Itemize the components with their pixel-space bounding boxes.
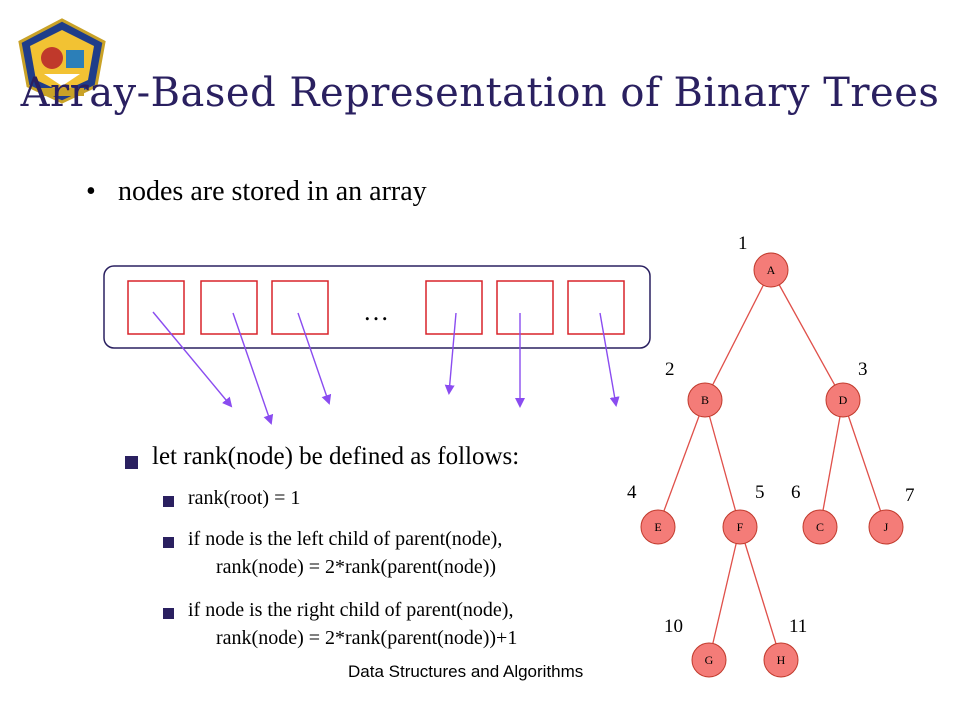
pointer-arrow <box>152 311 233 408</box>
tree-node-A: A <box>753 252 789 288</box>
array-cell <box>127 280 185 335</box>
slide-title: Array-Based Representation of Binary Tre… <box>20 70 940 116</box>
tree-node-J: J <box>868 509 904 545</box>
rank-label: 10 <box>664 616 683 637</box>
tree-node-D: D <box>825 382 861 418</box>
svg-text:G: G <box>705 653 714 667</box>
array-container <box>103 265 651 349</box>
svg-text:B: B <box>701 393 709 407</box>
svg-text:A: A <box>767 263 776 277</box>
tree-edge <box>704 269 772 401</box>
rank-label: 6 <box>791 482 801 503</box>
rule-right-line2: rank(node) = 2*rank(parent(node))+1 <box>216 627 518 649</box>
rank-label: 4 <box>627 482 637 503</box>
array-ellipsis: … <box>363 297 389 326</box>
bullet-square <box>163 608 174 619</box>
tree-edge <box>739 526 782 661</box>
svg-text:J: J <box>884 520 889 534</box>
rule-left-line2: rank(node) = 2*rank(parent(node)) <box>216 556 497 578</box>
pointer-arrow <box>599 312 620 407</box>
institute-logo <box>18 18 106 104</box>
array-cell <box>496 280 554 335</box>
pointer-arrow <box>444 312 457 395</box>
main-bullet-text: nodes are stored in an array <box>118 176 427 207</box>
bullet-square <box>163 496 174 507</box>
svg-text:D: D <box>839 393 848 407</box>
rank-label: 2 <box>665 359 675 380</box>
svg-text:C: C <box>816 520 824 534</box>
array-cell <box>425 280 483 335</box>
rule-right-line1: if node is the right child of parent(nod… <box>188 599 514 621</box>
tree-node-B: B <box>687 382 723 418</box>
bullet-square <box>163 537 174 548</box>
tree-edge <box>704 399 741 528</box>
tree-edge <box>819 399 844 528</box>
tree-edge <box>842 399 887 528</box>
array-cell <box>567 280 625 335</box>
tree-edge <box>657 399 706 528</box>
rank-label: 1 <box>738 233 748 254</box>
rank-intro: let rank(node) be defined as follows: <box>152 443 520 470</box>
svg-text:H: H <box>777 653 786 667</box>
bullet-square <box>125 456 138 469</box>
rule-left-line1: if node is the left child of parent(node… <box>188 528 503 550</box>
tree-node-G: G <box>691 642 727 678</box>
main-bullet: • nodes are stored in an array <box>86 176 427 208</box>
array-cell <box>200 280 258 335</box>
rank-label: 11 <box>789 616 807 637</box>
footer-text: Data Structures and Algorithms <box>348 662 584 681</box>
tree-edge <box>708 526 741 661</box>
rank-label: 3 <box>858 359 868 380</box>
tree-node-E: E <box>640 509 676 545</box>
pointer-arrow <box>297 312 332 405</box>
array-cell <box>271 280 329 335</box>
svg-text:F: F <box>737 520 744 534</box>
tree-edge <box>770 269 844 401</box>
pointer-arrow <box>232 312 274 425</box>
bullet-dot: • <box>86 176 96 207</box>
tree-node-C: C <box>802 509 838 545</box>
rank-label: 5 <box>755 482 765 503</box>
rank-label: 7 <box>905 485 915 506</box>
rule-root: rank(root) = 1 <box>188 487 301 509</box>
svg-text:E: E <box>654 520 661 534</box>
tree-node-H: H <box>763 642 799 678</box>
tree-node-F: F <box>722 509 758 545</box>
